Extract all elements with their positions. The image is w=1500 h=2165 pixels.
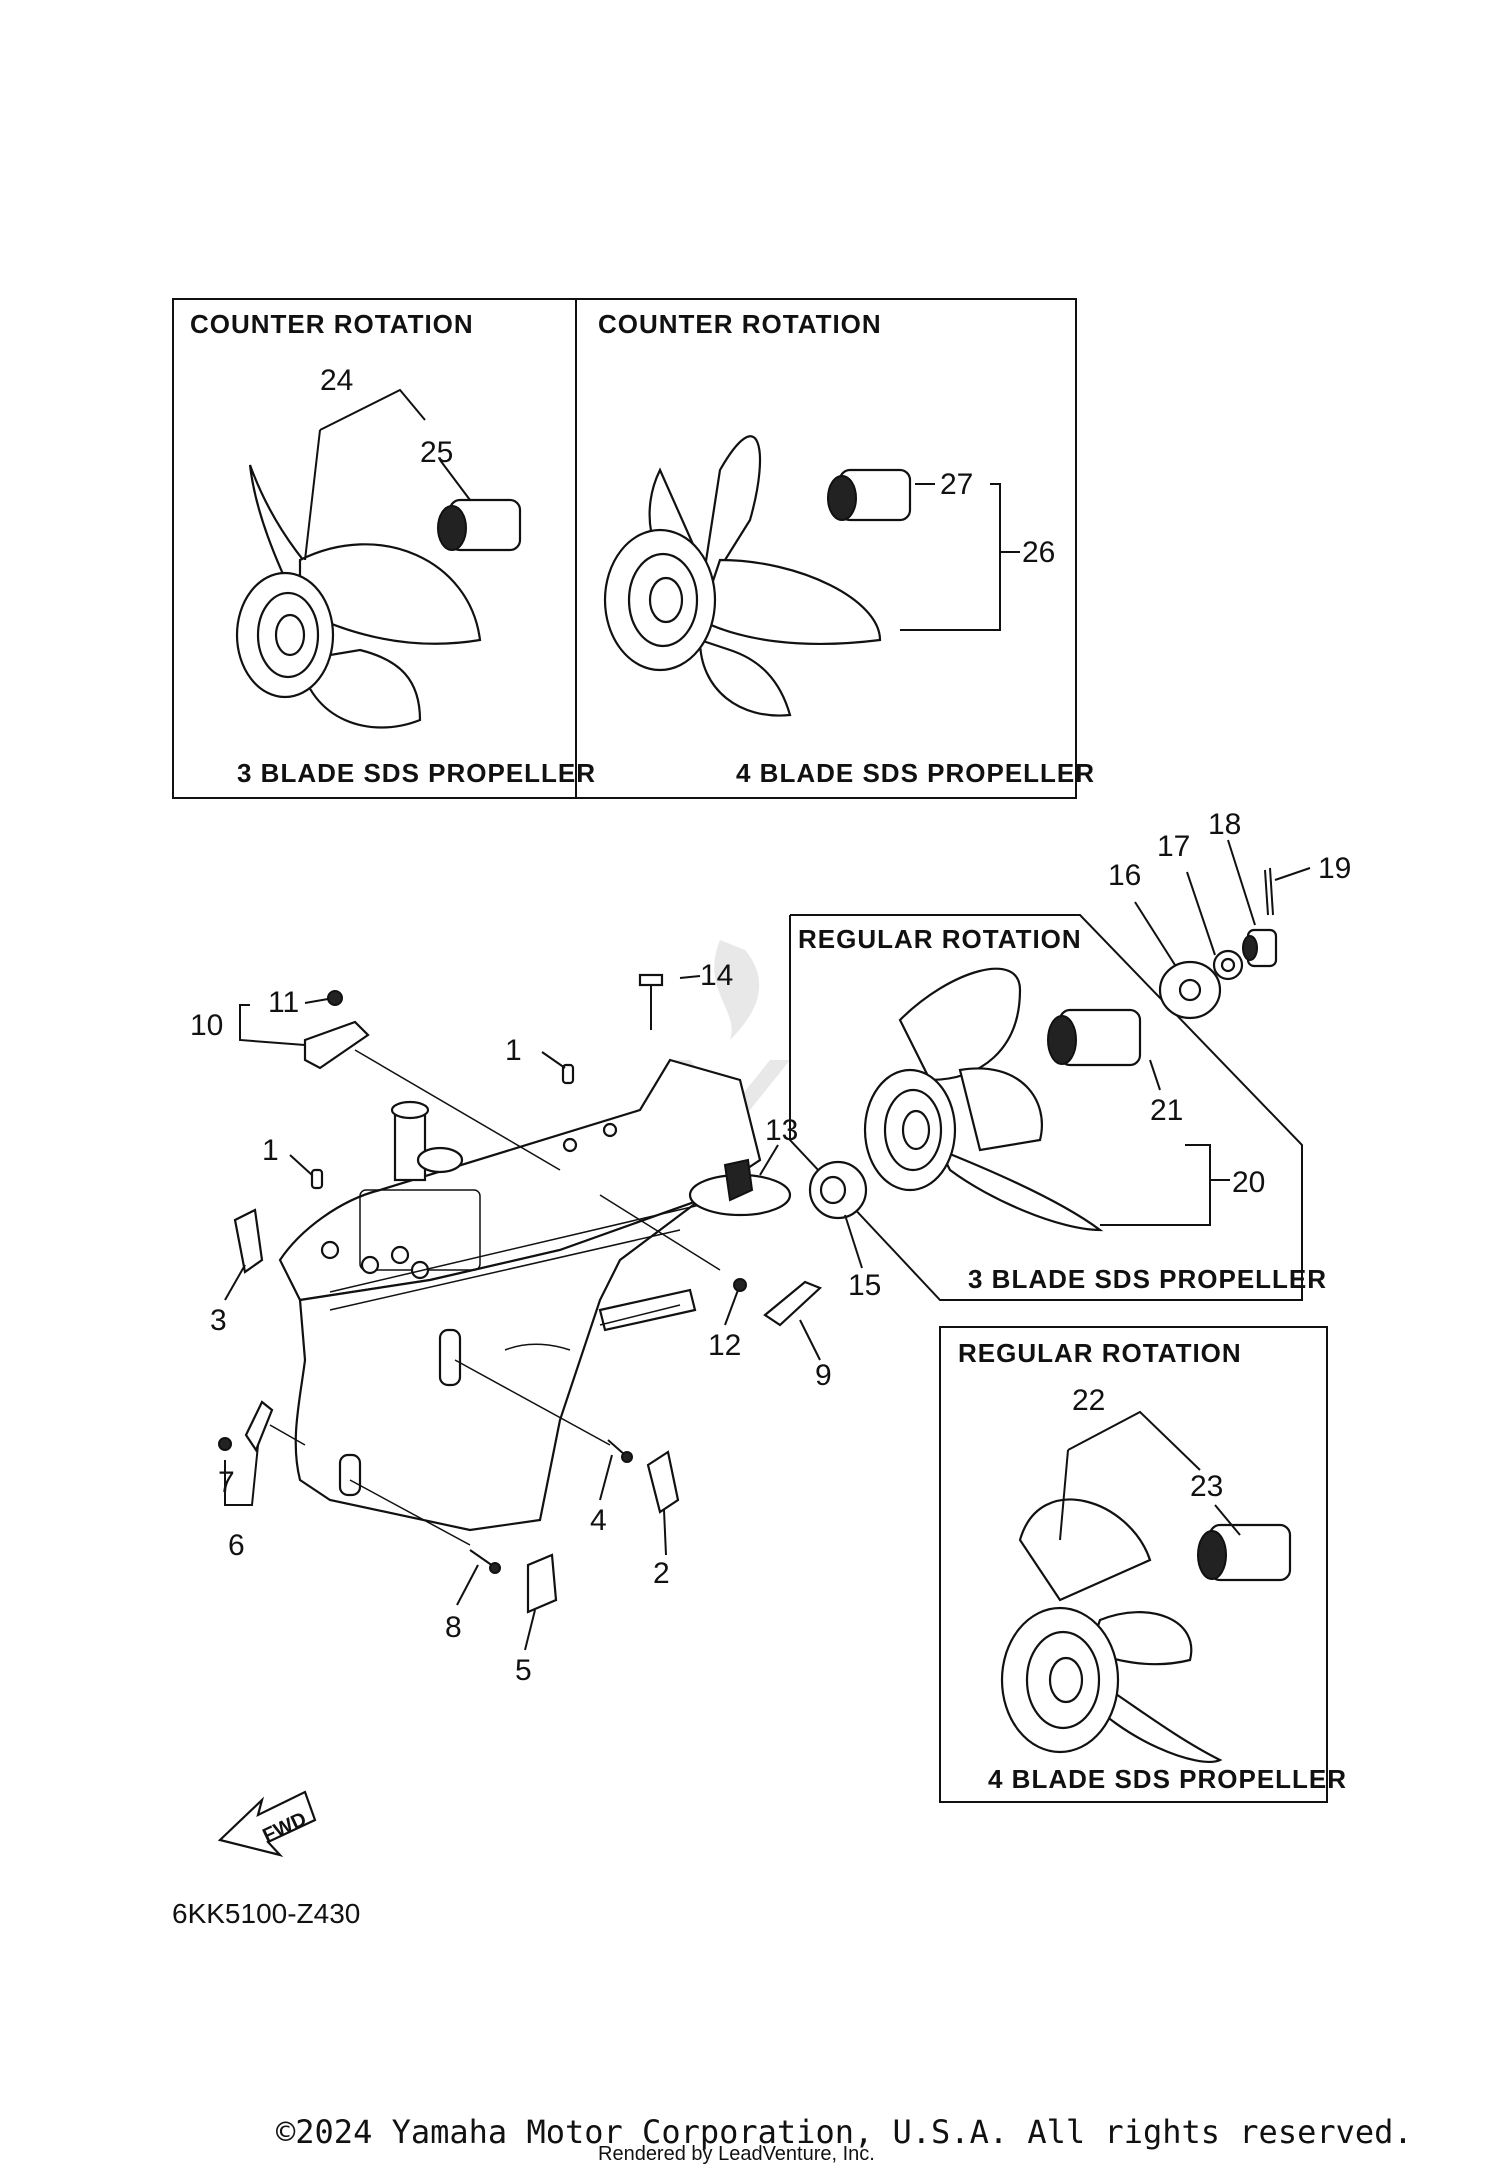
forward-arrow-icon: FWD (217, 1790, 317, 1857)
callout-18: 18 (1208, 808, 1241, 841)
washer-16 (1158, 960, 1222, 1020)
nut-18 (1242, 928, 1278, 968)
cover-9 (763, 1280, 823, 1327)
callout-1-top: 1 (505, 1034, 522, 1067)
diagram-code: 6KK5100-Z430 (172, 1898, 360, 1929)
spacer-15 (808, 1160, 868, 1220)
callout-8: 8 (445, 1611, 462, 1644)
callout-1-left: 1 (262, 1134, 279, 1167)
screw-12 (733, 1278, 747, 1292)
callout-9: 9 (815, 1359, 832, 1392)
regular-4-title: REGULAR ROTATION (958, 1338, 1242, 1368)
callout-2: 2 (653, 1557, 670, 1590)
cotter-pin-19 (1264, 867, 1274, 916)
callout-7: 7 (218, 1466, 235, 1499)
bolt-8 (469, 1549, 501, 1574)
regular-rotation-3-blade-panel: REGULAR ROTATION 3 BLADE SDS PROPELLER (789, 914, 1327, 1301)
rendered-by-notice: Rendered by LeadVenture, Inc. (598, 2143, 875, 2165)
counter-3-title: COUNTER ROTATION (190, 309, 474, 339)
callout-11: 11 (268, 986, 299, 1019)
nut-7 (218, 1437, 232, 1451)
thrust-hub-23 (1197, 1523, 1292, 1582)
nut-11 (327, 990, 343, 1006)
regular-rotation-4-blade-panel: REGULAR ROTATION 4 BLADE SDS PROPELLER (939, 1326, 1347, 1803)
callout-23: 23 (1190, 1470, 1223, 1503)
regular-4-leaders (1059, 1410, 1241, 1541)
callout-13: 13 (765, 1114, 798, 1147)
anode-2 (646, 1450, 680, 1514)
regular-3-caption: 3 BLADE SDS PROPELLER (968, 1264, 1327, 1294)
callout-12: 12 (708, 1329, 741, 1362)
counter-3-caption: 3 BLADE SDS PROPELLER (237, 758, 596, 788)
anode-10 (303, 1020, 370, 1070)
callout-6: 6 (228, 1529, 245, 1562)
regular-4-caption: 4 BLADE SDS PROPELLER (988, 1764, 1347, 1794)
propeller-3-blade-counter (235, 464, 482, 729)
callout-26: 26 (1022, 536, 1055, 569)
callout-21: 21 (1150, 1094, 1183, 1127)
callout-16: 16 (1108, 859, 1141, 892)
callout-15: 15 (848, 1269, 881, 1302)
propeller-4-blade-regular (1000, 1498, 1223, 1763)
copyright-notice: ©2024 Yamaha Motor Corporation, U.S.A. A… (276, 2113, 1413, 2151)
anode-3 (233, 1208, 264, 1274)
callout-14: 14 (700, 959, 733, 992)
thrust-hub-25 (437, 498, 522, 552)
washer-17 (1212, 949, 1244, 981)
propeller-3-blade-regular (863, 967, 1104, 1232)
counter-leaders (304, 388, 1020, 631)
dowel-pin-1-left (310, 1168, 324, 1190)
callout-25: 25 (420, 436, 453, 469)
callout-10: 10 (190, 1009, 223, 1042)
anode-6 (244, 1400, 274, 1453)
counter-4-caption: 4 BLADE SDS PROPELLER (736, 758, 1095, 788)
regular-3-leaders (1100, 839, 1311, 1226)
counter-rotation-panel: COUNTER ROTATION 3 BLADE SDS PROPELLER C… (172, 298, 1095, 799)
callout-3: 3 (210, 1304, 227, 1337)
anode-5 (526, 1553, 558, 1614)
thrust-hub-27 (827, 468, 912, 522)
callout-20: 20 (1232, 1166, 1265, 1199)
lower-unit-gearcase (278, 1058, 762, 1532)
callout-19: 19 (1318, 852, 1351, 885)
callout-24: 24 (320, 364, 353, 397)
callout-4: 4 (590, 1504, 607, 1537)
propeller-4-blade-counter (603, 435, 882, 717)
bolt-14 (638, 973, 664, 1030)
dowel-pin-1-top (561, 1063, 575, 1085)
bolt-4 (607, 1439, 633, 1463)
counter-4-title: COUNTER ROTATION (598, 309, 882, 339)
regular-3-title: REGULAR ROTATION (798, 924, 1082, 954)
lower-unit-leaders (224, 975, 863, 1651)
callout-17: 17 (1157, 830, 1190, 863)
callout-27: 27 (940, 468, 973, 501)
callout-22: 22 (1072, 1384, 1105, 1417)
callout-5: 5 (515, 1654, 532, 1687)
thrust-hub-21 (1047, 1008, 1142, 1067)
trim-tab-13 (688, 1158, 792, 1217)
